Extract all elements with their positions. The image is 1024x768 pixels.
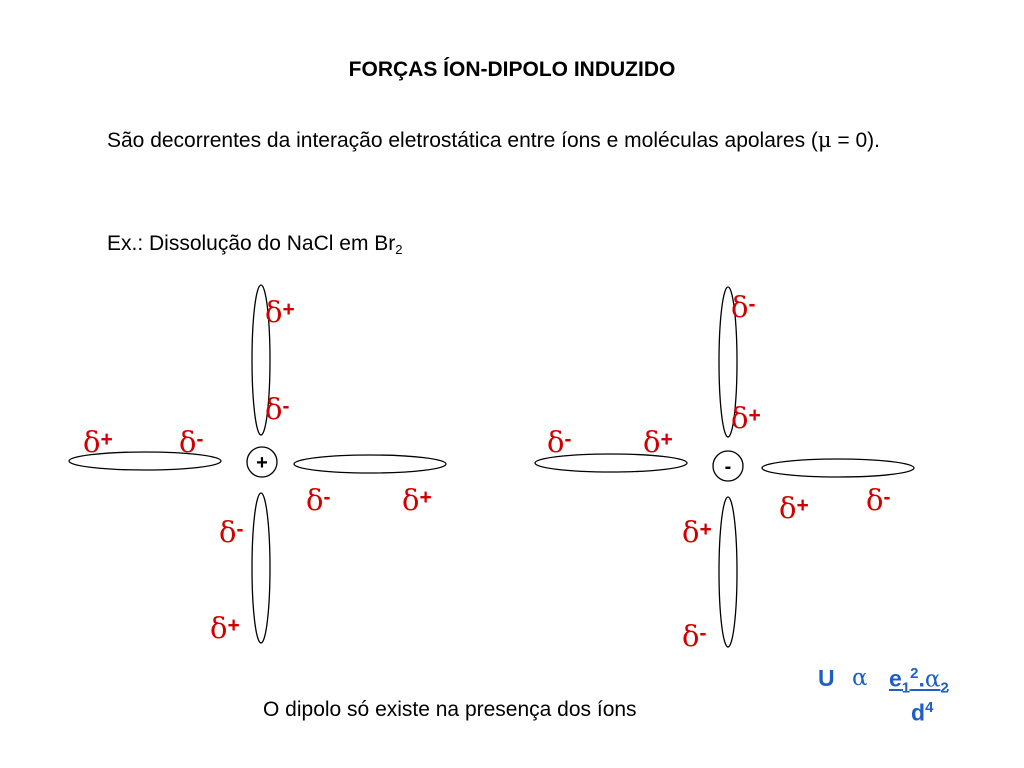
- multiply-dot: .: [918, 665, 925, 692]
- delta-symbol: δ: [779, 491, 797, 525]
- charge-subscript: 1: [901, 679, 911, 697]
- right-top-lower-charge: δ+: [731, 404, 761, 434]
- delta-symbol: δ: [83, 425, 101, 459]
- formula-numerator: e12.α2: [889, 665, 949, 696]
- right-left-molecule: [534, 453, 688, 473]
- left-ion-sign: +: [256, 452, 268, 474]
- charge-sign: -: [196, 428, 204, 451]
- left-bottom-molecule: [251, 492, 271, 644]
- left-top-molecule: [251, 284, 271, 436]
- delta-symbol: δ: [643, 425, 661, 459]
- polarizability-symbol: α: [924, 666, 941, 693]
- charge-sign: +: [419, 486, 432, 509]
- charge-exponent: 2: [910, 665, 919, 682]
- mu-symbol: μ: [817, 128, 832, 152]
- right-anion-circle: [712, 450, 744, 482]
- charge-sign: +: [100, 428, 113, 451]
- formula-denominator: d4: [911, 699, 933, 727]
- distance-exponent: 4: [925, 699, 934, 716]
- left-bottom-lower-charge: δ+: [210, 614, 240, 644]
- delta-symbol: δ: [547, 425, 565, 459]
- example-subscript: 2: [395, 242, 403, 257]
- charge-sign: +: [796, 494, 809, 517]
- delta-symbol: δ: [265, 295, 283, 329]
- left-left-molecule: [68, 451, 222, 471]
- right-bottom-lower-charge: δ-: [682, 622, 706, 652]
- charge-sign: -: [282, 395, 290, 418]
- charge-sign: +: [227, 614, 240, 637]
- paragraph-text: São decorrentes da interação eletrostáti…: [107, 129, 818, 152]
- left-left-outer-charge: δ+: [83, 428, 113, 458]
- delta-symbol: δ: [179, 425, 197, 459]
- right-right-molecule: [761, 458, 915, 478]
- charge-sign: +: [282, 298, 295, 321]
- delta-symbol: δ: [731, 401, 749, 435]
- right-top-upper-charge: δ-: [731, 293, 755, 323]
- paragraph-text-end: = 0).: [831, 129, 881, 152]
- charge-sign: -: [883, 486, 891, 509]
- charge-sign: -: [323, 486, 331, 509]
- left-top-lower-charge: δ-: [265, 395, 289, 425]
- right-left-outer-charge: δ-: [547, 428, 571, 458]
- charge-sign: +: [660, 428, 673, 451]
- charge-sign: -: [748, 293, 756, 316]
- right-left-inner-charge: δ+: [643, 428, 673, 458]
- right-ion-sign: -: [725, 456, 732, 478]
- left-right-outer-charge: δ+: [402, 486, 432, 516]
- delta-symbol: δ: [731, 290, 749, 324]
- right-right-outer-charge: δ-: [866, 486, 890, 516]
- right-bottom-upper-charge: δ+: [682, 518, 712, 548]
- proportional-symbol: α: [852, 665, 868, 691]
- diagram-caption: O dipolo só existe na presença dos íons: [263, 698, 637, 721]
- charge-sign: -: [564, 428, 572, 451]
- polarizability-subscript: 2: [940, 679, 949, 697]
- delta-symbol: δ: [219, 515, 237, 549]
- right-bottom-molecule: [718, 496, 738, 648]
- delta-symbol: δ: [210, 611, 228, 645]
- delta-symbol: δ: [682, 619, 700, 653]
- charge-sign: +: [699, 518, 712, 541]
- delta-symbol: δ: [402, 483, 420, 517]
- page-title: FORÇAS ÍON-DIPOLO INDUZIDO: [348, 58, 676, 81]
- formula-lhs: U: [818, 665, 835, 691]
- charge-sign: -: [236, 518, 244, 541]
- delta-symbol: δ: [682, 515, 700, 549]
- left-right-molecule: [293, 454, 447, 474]
- delta-symbol: δ: [265, 392, 283, 426]
- charge-sign: +: [748, 404, 761, 427]
- right-top-molecule: [718, 286, 738, 438]
- distance-variable: d: [911, 699, 926, 726]
- example-text: Ex.: Dissolução do NaCl em Br: [107, 232, 396, 255]
- left-top-upper-charge: δ+: [265, 298, 295, 328]
- charge-variable: e: [889, 665, 902, 692]
- left-bottom-upper-charge: δ-: [219, 518, 243, 548]
- right-right-inner-charge: δ+: [779, 494, 809, 524]
- example-line: Ex.: Dissolução do NaCl em Br2: [107, 228, 403, 266]
- left-right-inner-charge: δ-: [306, 486, 330, 516]
- left-left-inner-charge: δ-: [179, 428, 203, 458]
- delta-symbol: δ: [306, 483, 324, 517]
- delta-symbol: δ: [866, 483, 884, 517]
- charge-sign: -: [699, 622, 707, 645]
- left-cation-circle: [246, 446, 278, 478]
- description-paragraph: São decorrentes da interação eletrostáti…: [107, 124, 925, 157]
